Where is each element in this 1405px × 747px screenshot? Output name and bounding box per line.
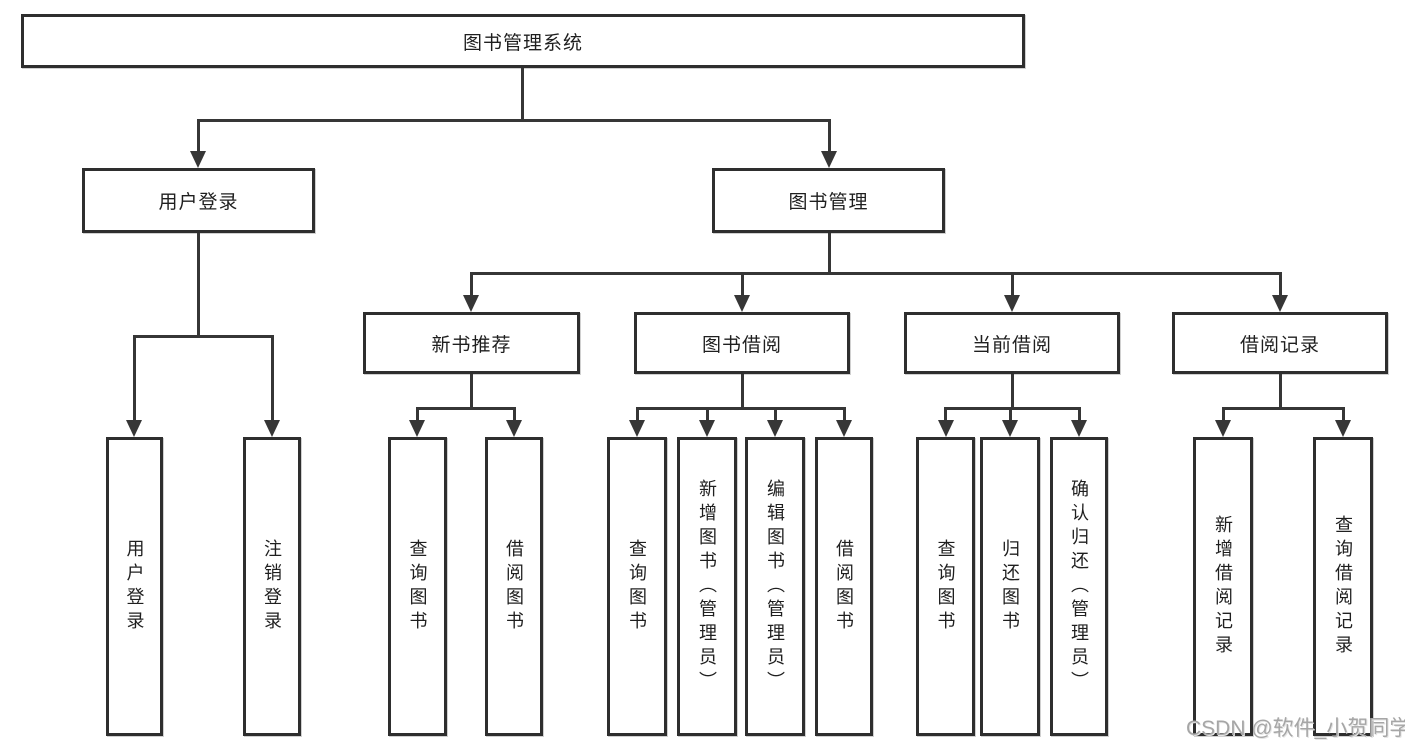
node-label: 新增图书（管理员） — [697, 478, 717, 695]
connector-stem — [271, 335, 274, 420]
node-label: 新书推荐 — [431, 334, 512, 356]
arrow-down-icon — [836, 420, 852, 437]
arrow-down-icon — [264, 420, 280, 437]
connector-borrow-rec-trunk — [1279, 374, 1282, 407]
node-book-borrowing: 图书借阅 — [634, 312, 850, 374]
node-label: 注销登录 — [262, 538, 282, 635]
node-label: 新增借阅记录 — [1213, 514, 1233, 659]
connector-stem — [828, 119, 831, 151]
leaf-borrow-book: 借阅图书 — [815, 437, 873, 736]
arrow-down-icon — [463, 295, 479, 312]
arrow-down-icon — [821, 151, 837, 168]
connector-stem — [741, 272, 744, 295]
arrow-down-icon — [1002, 420, 1018, 437]
arrow-down-icon — [1071, 420, 1087, 437]
connector-user-login-rail — [133, 335, 274, 338]
arrow-down-icon — [409, 420, 425, 437]
arrow-down-icon — [699, 420, 715, 437]
leaf-confirm-return-admin: 确认归还（管理员） — [1050, 437, 1108, 736]
arrow-down-icon — [1272, 295, 1288, 312]
node-borrowing-records: 借阅记录 — [1172, 312, 1388, 374]
leaf-query-book: 查询图书 — [916, 437, 975, 736]
arrow-down-icon — [1004, 295, 1020, 312]
node-label: 查询图书 — [407, 538, 428, 635]
leaf-borrow-book: 借阅图书 — [485, 437, 543, 736]
node-label: 当前借阅 — [971, 334, 1052, 356]
connector-stem — [1078, 407, 1081, 420]
node-book-management: 图书管理 — [712, 168, 945, 233]
connector-current-borrow-rail — [944, 407, 1080, 410]
arrow-down-icon — [190, 151, 206, 168]
node-label: 用户登录 — [124, 538, 145, 635]
connector-root-trunk — [521, 68, 524, 119]
node-label: 图书管理 — [788, 192, 869, 213]
leaf-add-borrow-record: 新增借阅记录 — [1193, 437, 1253, 736]
arrow-down-icon — [767, 420, 783, 437]
connector-book-borrow-rail — [636, 407, 845, 410]
node-new-book-recommend: 新书推荐 — [363, 312, 580, 374]
leaf-query-book: 查询图书 — [607, 437, 667, 736]
arrow-down-icon — [126, 420, 142, 437]
connector-stem — [1342, 407, 1345, 420]
connector-new-book-trunk — [470, 374, 473, 407]
node-label: 归还图书 — [1000, 538, 1020, 635]
leaf-edit-book-admin: 编辑图书（管理员） — [745, 437, 805, 736]
connector-stem — [133, 335, 136, 420]
connector-stem — [416, 407, 419, 420]
node-label: 图书管理系统 — [462, 32, 583, 54]
arrow-down-icon — [734, 295, 750, 312]
node-label: 借阅图书 — [834, 538, 854, 635]
arrow-down-icon — [1215, 420, 1231, 437]
connector-book-mgmt-trunk — [828, 233, 831, 272]
node-label: 用户登录 — [158, 192, 239, 213]
connector-stem — [470, 272, 473, 295]
leaf-user-login: 用户登录 — [106, 437, 163, 736]
connector-stem — [1222, 407, 1225, 420]
connector-stem — [1009, 407, 1012, 420]
connector-new-book-rail — [416, 407, 515, 410]
leaf-add-book-admin: 新增图书（管理员） — [677, 437, 737, 736]
leaf-query-borrow-record: 查询借阅记录 — [1313, 437, 1373, 736]
node-label: 编辑图书（管理员） — [765, 478, 785, 695]
connector-stem — [1279, 272, 1282, 295]
node-user-login: 用户登录 — [82, 168, 315, 233]
connector-stem — [774, 407, 777, 420]
connector-borrow-rec-rail — [1222, 407, 1344, 410]
connector-stem — [944, 407, 947, 420]
connector-stem — [197, 119, 200, 151]
connector-stem — [706, 407, 709, 420]
node-label: 确认归还（管理员） — [1069, 478, 1089, 695]
node-label: 查询借阅记录 — [1333, 514, 1353, 659]
connector-stem — [513, 407, 516, 420]
node-library-management-system: 图书管理系统 — [21, 14, 1025, 68]
node-label: 借阅记录 — [1239, 334, 1320, 356]
arrow-down-icon — [629, 420, 645, 437]
connector-book-borrow-trunk — [741, 374, 744, 407]
connector-level3-rail — [470, 272, 1282, 275]
connector-level2-rail — [197, 119, 831, 122]
connector-user-login-trunk — [197, 233, 200, 335]
node-label: 查询图书 — [627, 538, 647, 635]
node-label: 借阅图书 — [504, 538, 524, 635]
arrow-down-icon — [1335, 420, 1351, 437]
connector-current-borrow-trunk — [1011, 374, 1014, 407]
arrow-down-icon — [506, 420, 522, 437]
csdn-watermark: CSDN @软件_小贺同学 — [1186, 717, 1405, 740]
arrow-down-icon — [938, 420, 954, 437]
leaf-logout: 注销登录 — [243, 437, 301, 736]
node-label: 查询图书 — [935, 538, 956, 635]
leaf-return-book: 归还图书 — [980, 437, 1040, 736]
leaf-query-book: 查询图书 — [388, 437, 447, 736]
connector-stem — [843, 407, 846, 420]
node-current-borrowing: 当前借阅 — [904, 312, 1120, 374]
connector-stem — [636, 407, 639, 420]
connector-stem — [1011, 272, 1014, 295]
node-label: 图书借阅 — [701, 334, 782, 356]
